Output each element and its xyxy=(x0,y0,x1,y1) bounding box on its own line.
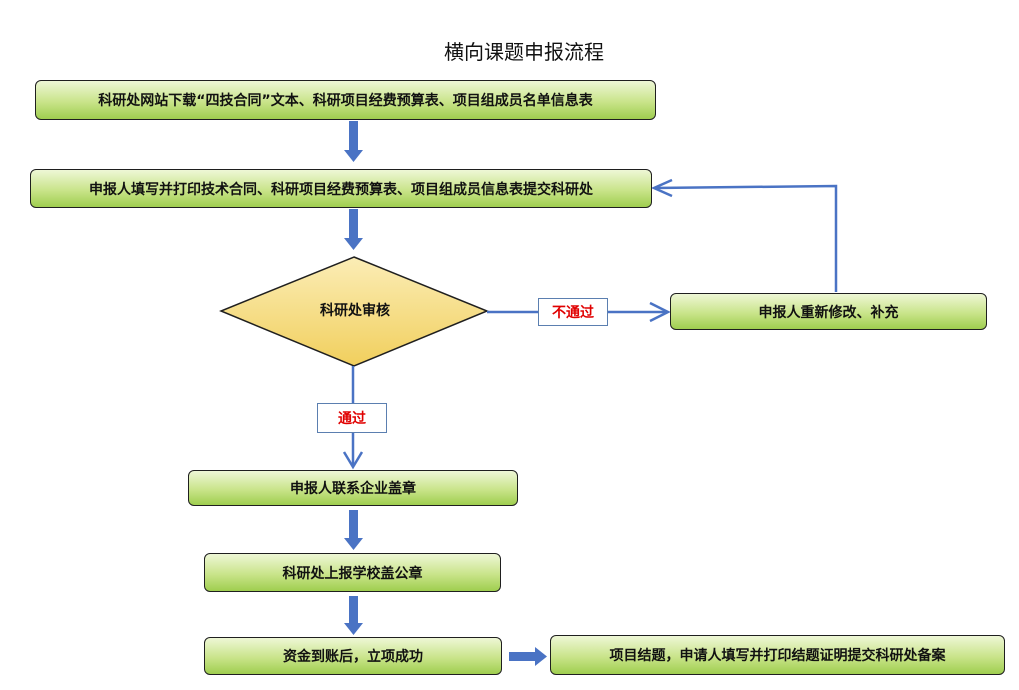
arrow-school-to-funds xyxy=(344,596,363,635)
step-download: 科研处网站下载“四技合同”文本、科研项目经费预算表、项目组成员名单信息表 xyxy=(35,80,656,120)
step-stamp-company: 申报人联系企业盖章 xyxy=(188,470,518,506)
arrow-funds-to-closure xyxy=(509,647,547,666)
step-closure: 项目结题，申请人填写并打印结题证明提交科研处备案 xyxy=(550,635,1005,675)
arrow-download-to-submit xyxy=(344,121,363,162)
step-review-label: 科研处审核 xyxy=(320,303,390,319)
arrow-revise-to-submit xyxy=(650,178,838,292)
label-fail: 不通过 xyxy=(538,298,608,326)
diagram-title: 横向课题申报流程 xyxy=(444,40,604,64)
step-submit: 申报人填写并打印技术合同、科研项目经费预算表、项目组成员信息表提交科研处 xyxy=(30,169,652,208)
arrow-submit-to-review xyxy=(344,209,363,250)
label-pass: 通过 xyxy=(317,403,387,433)
step-revise: 申报人重新修改、补充 xyxy=(670,293,987,330)
step-stamp-school: 科研处上报学校盖公章 xyxy=(204,553,501,592)
step-funds: 资金到账后，立项成功 xyxy=(204,637,502,675)
arrow-company-to-school xyxy=(344,510,363,550)
